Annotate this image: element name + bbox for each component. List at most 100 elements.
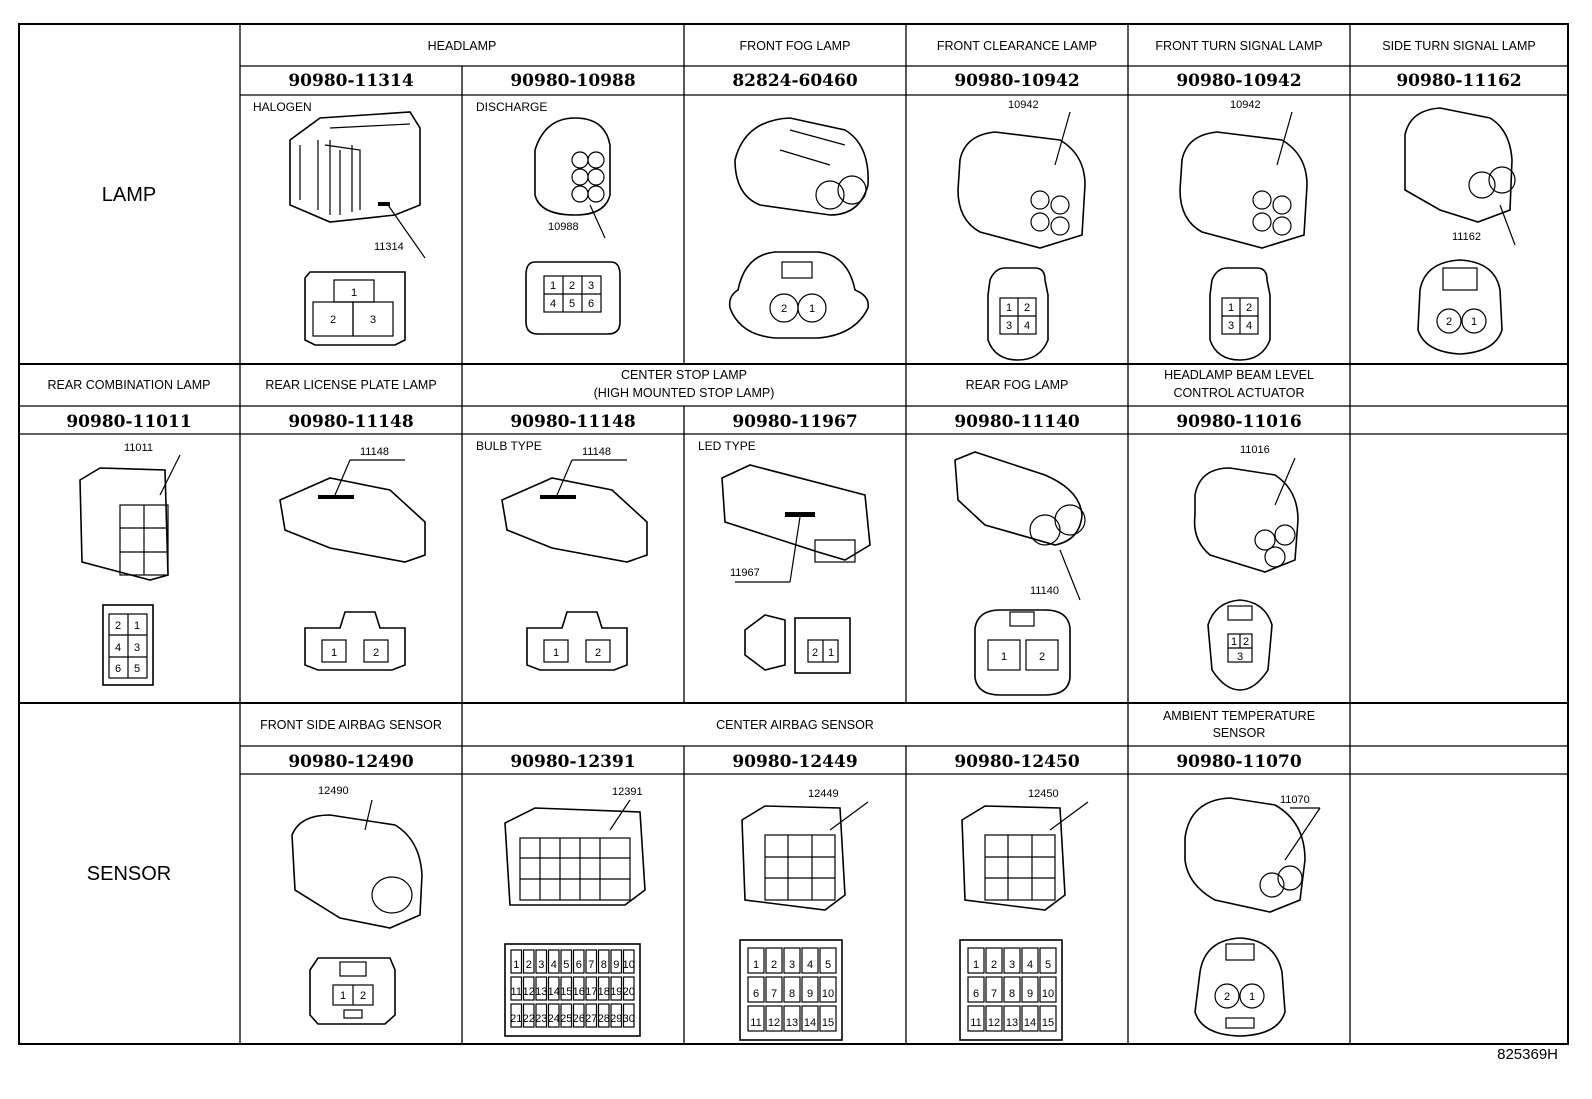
- part-number: 90980-11011: [66, 412, 191, 432]
- part-code: 11314: [374, 241, 404, 253]
- pin-label: 15: [560, 986, 572, 998]
- pin-label: 1: [553, 647, 559, 659]
- pin-label: 11: [511, 986, 522, 998]
- pin-label: 7: [771, 988, 777, 1000]
- pin-label: 3: [538, 959, 544, 971]
- pin-label: 26: [573, 1013, 585, 1025]
- pin-label: 14: [1024, 1017, 1036, 1029]
- pin-label: 2: [526, 959, 532, 971]
- connector-10942b-drawing: 10942 1 2 3 4: [1179, 99, 1308, 361]
- pin-cell: [765, 1005, 783, 1032]
- connector-12450-drawing: 12450: [959, 788, 1089, 1041]
- pin-label: 17: [585, 986, 597, 998]
- pin-label: 1: [1249, 991, 1255, 1003]
- pin-label: 4: [550, 298, 556, 310]
- pin-label: 2: [373, 647, 379, 659]
- connector-11162-drawing: 11162 2 1: [1404, 107, 1516, 355]
- pin-cell: [765, 976, 783, 1003]
- connector-11070-drawing: 11070 2 1: [1184, 794, 1321, 1037]
- pin-label: 1: [973, 959, 979, 971]
- part-number: 90980-12450: [954, 752, 1080, 772]
- part-number: 90980-11148: [288, 412, 413, 432]
- pin-label: 9: [807, 988, 813, 1000]
- pin-cell: [1021, 947, 1039, 974]
- pin-label: 10: [822, 988, 834, 1000]
- side-label-lamp: LAMP: [102, 184, 156, 206]
- pin-cell: [801, 947, 819, 974]
- part-number: 90980-12449: [732, 752, 857, 772]
- pin-label: 2: [812, 647, 818, 659]
- part-number: 90980-11016: [1176, 412, 1301, 432]
- pin-label: 1: [828, 647, 834, 659]
- part-number: 90980-11967: [732, 412, 857, 432]
- variant-tag: BULB TYPE: [476, 439, 542, 453]
- pin-cell: [572, 976, 585, 1001]
- part-number: 82824-60460: [732, 71, 858, 91]
- pin-label: 22: [523, 1013, 535, 1025]
- pin-label: 6: [973, 988, 979, 1000]
- pin-label: 23: [535, 1013, 547, 1025]
- pin-label: 5: [569, 298, 575, 310]
- cell-title: REAR FOG LAMP: [966, 378, 1069, 392]
- pin-cell: [747, 1005, 765, 1032]
- pin-cell: [819, 1005, 837, 1032]
- pin-label: 2: [771, 959, 777, 971]
- pin-cell: [547, 1003, 560, 1028]
- pin-label: 3: [789, 959, 795, 971]
- diagram-code: 825369H: [1497, 1046, 1558, 1063]
- pin-label: 8: [1009, 988, 1015, 1000]
- pin-cell: [547, 949, 560, 974]
- pin-label: 1: [351, 287, 357, 299]
- cell-title: FRONT FOG LAMP: [740, 39, 851, 53]
- cell-title: CENTER AIRBAG SENSOR: [716, 718, 874, 732]
- part-code: 11148: [582, 446, 611, 458]
- pin-label: 25: [560, 1013, 572, 1025]
- pin-cell: [535, 949, 548, 974]
- pin-cell: [765, 947, 783, 974]
- pin-cell: [622, 949, 635, 974]
- connector-12449-drawing: 12449: [739, 788, 869, 1041]
- pin-cell: [801, 976, 819, 1003]
- connector-11140-drawing: 11140 1 2: [954, 451, 1086, 696]
- part-number: 90980-11314: [288, 71, 414, 91]
- pin-label: 21: [510, 1013, 522, 1025]
- pin-label: 2: [781, 303, 787, 315]
- pin-label: 3: [1228, 320, 1234, 332]
- part-number: 90980-10988: [510, 71, 635, 91]
- pin-label: 2: [1243, 636, 1249, 648]
- part-number: 90980-10942: [954, 71, 1079, 91]
- pin-label: 9: [1027, 988, 1033, 1000]
- cell-subtitle: (HIGH MOUNTED STOP LAMP): [594, 386, 775, 400]
- cell-title: REAR LICENSE PLATE LAMP: [265, 378, 436, 392]
- pin-label: 3: [1009, 959, 1015, 971]
- pin-cell: [572, 949, 585, 974]
- cell-subtitle: SENSOR: [1213, 726, 1266, 740]
- pin-cell: [547, 976, 560, 1001]
- pin-label: 3: [588, 280, 594, 292]
- part-code: 11070: [1280, 794, 1310, 806]
- pin-label: 2: [1446, 316, 1452, 328]
- pin-cell: [510, 976, 523, 1001]
- pin-cell: [572, 1003, 585, 1028]
- pin-cell: [1021, 1005, 1039, 1032]
- pin-label: 1: [340, 990, 346, 1002]
- connector-11011-drawing: 11011 2 1 4 3 6 5: [79, 442, 181, 686]
- connector-11148b-drawing: 11148 1 2: [501, 446, 648, 671]
- pin-label: 1: [1228, 302, 1234, 314]
- part-code: 11148: [360, 446, 389, 458]
- cell-title: FRONT TURN SIGNAL LAMP: [1155, 39, 1322, 53]
- pin-cell: [522, 976, 535, 1001]
- pin-label: 13: [786, 1017, 798, 1029]
- connector-12490-drawing: 12490 1 2: [291, 785, 423, 1025]
- pin-label: 1: [1006, 302, 1012, 314]
- pin-label: 2: [1224, 991, 1230, 1003]
- pin-label: 1: [550, 280, 556, 292]
- cell-title: SIDE TURN SIGNAL LAMP: [1382, 39, 1536, 53]
- pin-cell: [510, 1003, 523, 1028]
- pin-cell: [1003, 947, 1021, 974]
- pin-cell: [560, 949, 573, 974]
- pin-label: 10: [1042, 988, 1054, 1000]
- pin-cell: [597, 1003, 610, 1028]
- cell-subtitle: CONTROL ACTUATOR: [1173, 386, 1304, 400]
